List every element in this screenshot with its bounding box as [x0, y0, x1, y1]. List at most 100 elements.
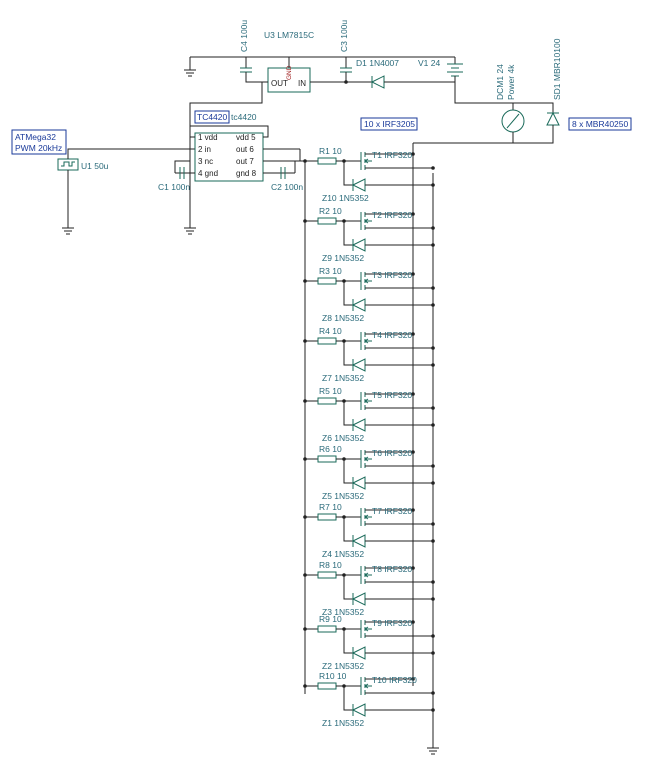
reg-out-label: OUT — [271, 79, 288, 88]
mosfet-symbol — [360, 392, 433, 410]
mosfet-symbol — [360, 620, 433, 638]
gate-resistor — [317, 682, 337, 690]
battery-v1: V1 24 — [418, 57, 514, 110]
zener-label: Z9 1N5352 — [322, 253, 364, 263]
zener-label: Z8 1N5352 — [322, 313, 364, 323]
zener-diode — [343, 281, 433, 312]
mosfet-symbol — [360, 272, 433, 290]
pin7-label: out 7 — [236, 157, 254, 166]
gate-resistor — [317, 337, 337, 345]
note-diodes: 8 x MBR40250 — [568, 117, 632, 131]
mosfet-label: T6 IRF320 — [372, 448, 412, 458]
mosfet-symbol — [360, 566, 433, 584]
u3-label: U3 LM7815C — [264, 30, 314, 40]
mosfet-label: T2 IRF320 — [372, 210, 412, 220]
note-mcu: ATMega32 PWM 20kHz — [11, 129, 67, 155]
capacitor-c4: C4 100u — [239, 20, 268, 83]
zener-diode — [343, 341, 433, 372]
u1-label: U1 50u — [81, 161, 109, 171]
driver-section: ATMega32 PWM 20kHz U1 50u TC4420 tc4420 … — [11, 110, 318, 235]
c3-label: C3 100u — [339, 20, 349, 52]
pin2-label: 2 in — [198, 145, 211, 154]
mosfet-stage: R7 10 T7 IRF320 Z4 1N5352 — [303, 502, 435, 559]
resistor-label: R6 10 — [319, 444, 342, 454]
gate-resistor — [317, 455, 337, 463]
driver-tc4420: TC4420 tc4420 1 vdd 2 in 3 nc 4 gnd vdd … — [174, 110, 318, 235]
mosfet-symbol — [360, 152, 433, 170]
mosfet-label: T10 IRF320 — [372, 675, 417, 685]
mosfet-symbol — [360, 508, 433, 526]
resistor-label: R5 10 — [319, 386, 342, 396]
gate-resistor — [317, 397, 337, 405]
driver-part-label: tc4420 — [231, 112, 257, 122]
zener-diode — [343, 161, 433, 192]
zener-diode — [343, 686, 433, 717]
capacitor-c1: C1 100n — [158, 167, 190, 192]
zener-label: Z10 1N5352 — [322, 193, 369, 203]
capacitor-c2: C2 100n — [271, 167, 303, 192]
mosfet-label: T1 IRF320 — [372, 150, 412, 160]
d1-label: D1 1N4007 — [356, 58, 399, 68]
gate-resistor — [317, 513, 337, 521]
power-label: Power 4k — [506, 64, 516, 100]
pin8-label: gnd 8 — [236, 169, 257, 178]
gate-resistor — [317, 217, 337, 225]
pin1-label: 1 vdd — [198, 133, 218, 142]
dcm1-label: DCM1 24 — [495, 64, 505, 100]
c2-label: C2 100n — [271, 182, 303, 192]
gate-resistor — [317, 571, 337, 579]
zener-diode — [343, 629, 433, 660]
mosfet-symbol — [360, 332, 433, 350]
zener-diode — [343, 401, 433, 432]
zener-label: Z7 1N5352 — [322, 373, 364, 383]
mosfet-label: T3 IRF320 — [372, 270, 412, 280]
sd1-label: SD1 MBR10100 — [552, 38, 562, 100]
diode-note-text: 8 x MBR40250 — [572, 119, 628, 129]
zener-label: Z1 1N5352 — [322, 718, 364, 728]
zener-diode — [343, 221, 433, 252]
v1-label: V1 24 — [418, 58, 440, 68]
resistor-label: R3 10 — [319, 266, 342, 276]
pin6-label: out 6 — [236, 145, 254, 154]
pulse-source-u1: U1 50u — [57, 148, 195, 235]
c4-label: C4 100u — [239, 20, 249, 52]
pin4-label: 4 gnd — [198, 169, 218, 178]
mosfet-symbol — [360, 450, 433, 468]
zener-label: Z4 1N5352 — [322, 549, 364, 559]
mosfet-stage: R6 10 T6 IRF320 Z5 1N5352 — [303, 444, 435, 501]
zener-label: Z6 1N5352 — [322, 433, 364, 443]
mosfet-stage: R4 10 T4 IRF320 Z7 1N5352 — [303, 326, 435, 383]
gate-resistor — [317, 157, 337, 165]
diode-sd1: SD1 MBR10100 — [513, 38, 562, 144]
pin5-label: vdd 5 — [236, 133, 256, 142]
gate-resistor — [317, 277, 337, 285]
zener-diode — [343, 459, 433, 490]
diode-d1: D1 1N4007 — [310, 58, 455, 89]
resistor-label: R9 10 — [319, 614, 342, 624]
mosfet-symbol — [360, 212, 433, 230]
mosfet-label: T7 IRF320 — [372, 506, 412, 516]
zener-label: Z2 1N5352 — [322, 661, 364, 671]
reg-in-label: IN — [298, 79, 306, 88]
zener-diode — [343, 575, 433, 606]
note-mosfets: 10 x IRF3205 — [360, 117, 418, 131]
mcu-line1: ATMega32 — [15, 132, 56, 142]
c1-label: C1 100n — [158, 182, 190, 192]
mcu-line2: PWM 20kHz — [15, 143, 62, 153]
driver-note-text: TC4420 — [197, 112, 228, 122]
resistor-label: R7 10 — [319, 502, 342, 512]
resistor-label: R8 10 — [319, 560, 342, 570]
mosfet-label: T8 IRF320 — [372, 564, 412, 574]
zener-label: Z5 1N5352 — [322, 491, 364, 501]
gate-resistor — [317, 625, 337, 633]
resistor-label: R1 10 — [319, 146, 342, 156]
mosfet-label: T4 IRF320 — [372, 330, 412, 340]
resistor-label: R4 10 — [319, 326, 342, 336]
